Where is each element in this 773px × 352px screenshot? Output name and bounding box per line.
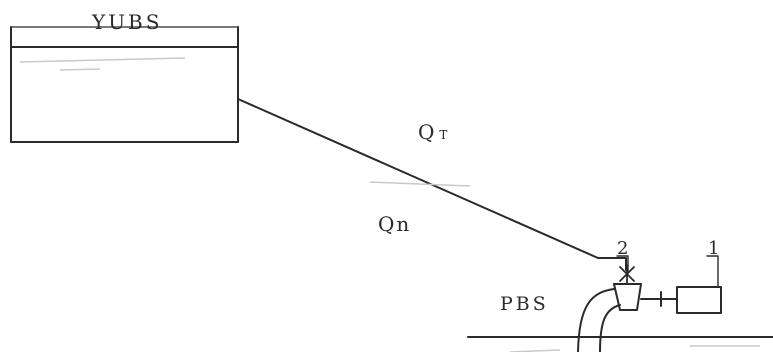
flow-pipe-label: Qn	[378, 212, 412, 236]
item-2-number: 2	[617, 238, 629, 259]
leader-line-2	[616, 255, 629, 272]
upper-reservoir-label: YUBS	[92, 10, 163, 34]
suction-pipe-outer	[577, 288, 615, 352]
flow-top-subscript: T	[439, 128, 448, 142]
flow-top-symbol: Q	[418, 120, 438, 144]
pump-turbine-body	[613, 283, 642, 311]
motor-box	[676, 286, 722, 314]
penstock-pipe	[237, 98, 627, 271]
lower-basin-label: PBS	[500, 293, 549, 315]
suction-pipe-inner	[599, 304, 621, 352]
leader-line-1	[706, 255, 719, 288]
upper-reservoir-outline	[10, 26, 239, 143]
scan-artifacts	[19, 57, 760, 352]
valve-symbol	[619, 264, 635, 284]
item-1-number: 1	[708, 238, 720, 259]
